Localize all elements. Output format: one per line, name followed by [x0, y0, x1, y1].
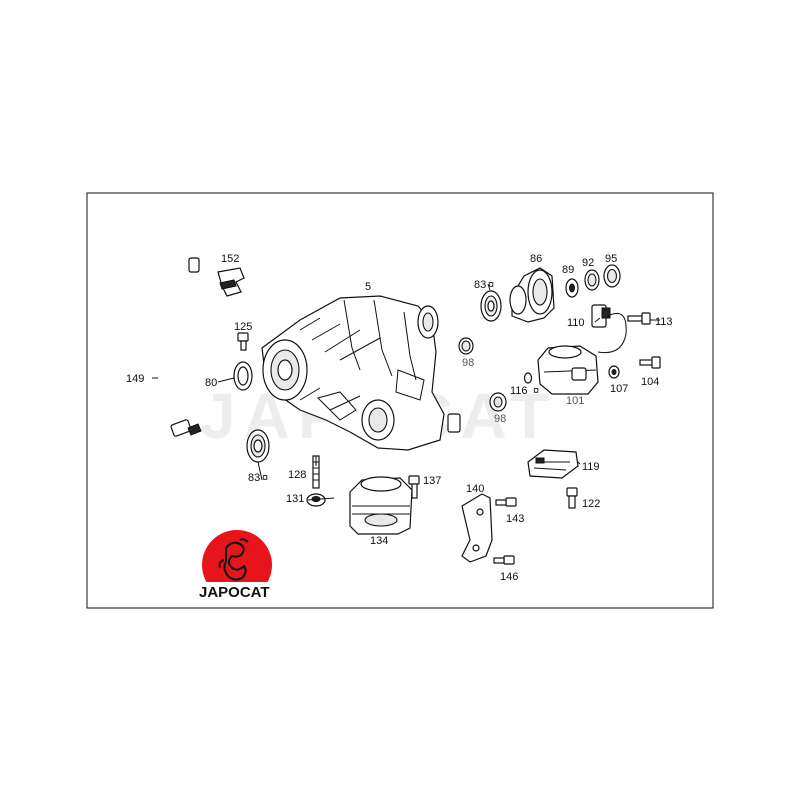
label-119: 119	[582, 461, 600, 473]
part-80-seal	[233, 361, 253, 391]
label-107: 107	[610, 383, 628, 395]
part-83-upper-bearing	[480, 290, 502, 322]
label-134: 134	[370, 535, 388, 547]
leader-lines	[152, 283, 660, 501]
label-137: 137	[423, 475, 441, 487]
part-134-mount	[349, 476, 413, 535]
logo-text: JAPOCAT	[199, 584, 270, 601]
label-140: 140	[466, 483, 484, 495]
label-104: 104	[641, 376, 659, 388]
part-101-actuator	[537, 345, 599, 395]
label-122: 122	[582, 498, 600, 510]
label-89: 89	[562, 264, 574, 276]
part-146-bolt	[493, 555, 515, 565]
label-92: 92	[582, 257, 594, 269]
part-5-transfer-case	[261, 295, 461, 451]
part-125-bolt	[237, 332, 249, 351]
label-146: 146	[500, 571, 518, 583]
label-116: 116	[510, 385, 528, 397]
label-83-upper: 83	[474, 279, 486, 291]
marker-83-upper: ¤	[488, 279, 494, 291]
part-152-clip	[217, 267, 245, 297]
part-95-ring	[603, 264, 621, 288]
japocat-logo: JAPOCAT	[196, 530, 284, 601]
label-149: 149	[126, 373, 144, 385]
callout-labels: 152 149 125 80 83 ¤ 5 128 131 137 134 83…	[126, 253, 673, 583]
part-86-output-flange	[509, 267, 555, 323]
label-143: 143	[506, 513, 524, 525]
part-149-sensor-cable	[152, 257, 209, 437]
part-83-lower-bearing	[246, 429, 270, 463]
part-98-upper-plug	[458, 337, 474, 355]
part-140-bracket	[461, 493, 493, 563]
label-128: 128	[288, 469, 306, 481]
part-98-lower-plug	[489, 392, 507, 412]
label-5: 5	[365, 281, 371, 293]
label-152: 152	[221, 253, 239, 265]
label-101: 101	[566, 395, 584, 407]
logo-figure-icon	[218, 538, 249, 581]
part-119-control-module	[527, 449, 579, 479]
part-116-oring	[523, 372, 533, 384]
label-98-upper: 98	[462, 357, 474, 369]
diagram-frame	[86, 192, 714, 609]
part-92-ring	[584, 269, 600, 291]
part-113-bolt	[627, 312, 651, 325]
label-80: 80	[205, 377, 217, 389]
label-131: 131	[286, 493, 304, 505]
label-113: 113	[655, 316, 673, 328]
label-125: 125	[234, 321, 252, 333]
part-137-bolt	[408, 475, 420, 499]
label-86: 86	[530, 253, 542, 265]
label-110: 110	[567, 317, 585, 329]
label-83-lower: 83	[248, 472, 260, 484]
part-104-bolt	[639, 356, 661, 369]
part-143-bolt	[495, 497, 517, 507]
label-95: 95	[605, 253, 617, 265]
part-107-washer	[608, 365, 620, 379]
part-110-sensor	[591, 304, 627, 354]
marker-116: ¤	[533, 385, 539, 397]
marker-83-lower: ¤	[262, 472, 268, 484]
part-122-bolt	[566, 487, 578, 509]
part-89-ring	[565, 278, 579, 298]
label-98-lower: 98	[494, 413, 506, 425]
